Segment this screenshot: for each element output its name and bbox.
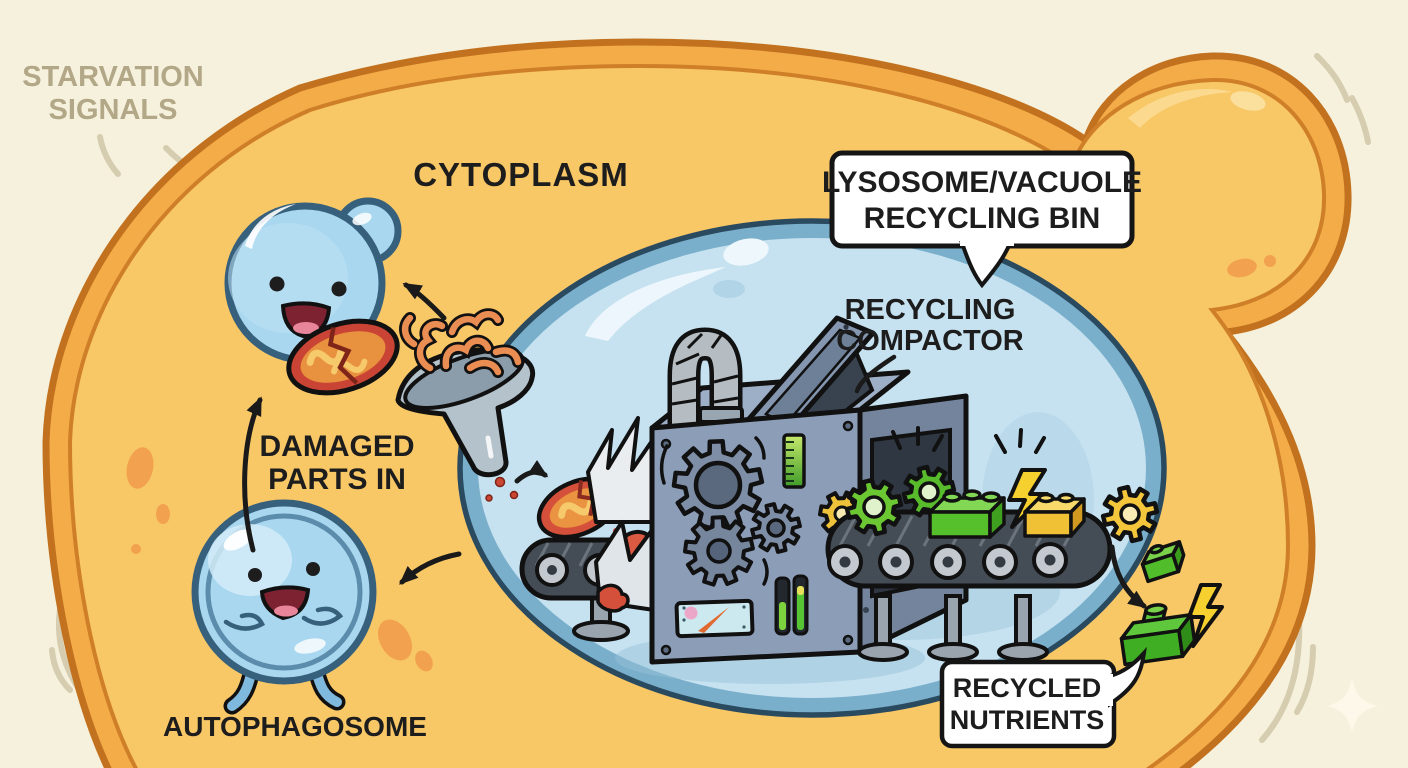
damaged-parts-label-line1: DAMAGED xyxy=(260,430,415,463)
starvation-signals-label-line1: STARVATION xyxy=(22,61,204,93)
cytoplasm-freckles xyxy=(126,255,1276,672)
recycling-compactor-label-line1: RECYCLING xyxy=(845,294,1016,326)
status-bars-icon xyxy=(774,574,809,636)
starvation-signals-label-line2: SIGNALS xyxy=(49,94,178,126)
conveyor-wheels xyxy=(827,542,1068,580)
crusher-jaws xyxy=(586,416,656,524)
eye xyxy=(248,568,262,582)
exhaust-pipe-icon xyxy=(667,327,744,441)
lego-brick-icon xyxy=(1023,492,1086,538)
recycled-nutrients-output xyxy=(1100,484,1224,667)
dial-gauge-icon xyxy=(674,598,755,639)
autophagosome-character xyxy=(191,499,377,715)
recycled-bubble-line2: NUTRIENTS xyxy=(950,705,1105,735)
arm xyxy=(301,606,344,626)
arm xyxy=(223,612,265,631)
damaged-parts-label-line2: PARTS IN xyxy=(268,463,406,496)
eye xyxy=(306,562,320,576)
recycled-products xyxy=(844,426,1086,539)
sparkle-icon xyxy=(1327,678,1378,732)
lysosome-bubble-line2: RECYCLING BIN xyxy=(864,202,1101,235)
cytoplasm-label: CYTOPLASM xyxy=(413,156,629,193)
recycling-compactor-label-line2: COMPACTOR xyxy=(836,325,1023,357)
eye xyxy=(269,276,285,292)
lysosome-speech-bubble: LYSOSOME/VACUOLE RECYCLING BIN xyxy=(822,150,1142,289)
sparkle-strokes xyxy=(891,426,1046,454)
vacuole-highlight xyxy=(585,267,726,341)
lego-brick-icon xyxy=(1119,603,1197,667)
gear-motion-arcs xyxy=(659,436,769,586)
flow-arrows xyxy=(242,282,1148,609)
protein-aggregates xyxy=(399,308,524,378)
lego-brick-icon xyxy=(928,489,1006,539)
broken-mitochondrion xyxy=(286,318,400,396)
recycled-speech-bubble: RECYCLED NUTRIENTS xyxy=(939,646,1147,749)
autophagosome-label: AUTOPHAGOSOME xyxy=(163,711,427,742)
lysosome-bubble-line1: LYSOSOME/VACUOLE xyxy=(822,166,1142,199)
eye xyxy=(331,281,347,297)
lego-brick-icon xyxy=(1140,540,1186,584)
level-gauge-icon xyxy=(782,433,806,489)
recycled-bubble-line1: RECYCLED xyxy=(953,673,1102,703)
